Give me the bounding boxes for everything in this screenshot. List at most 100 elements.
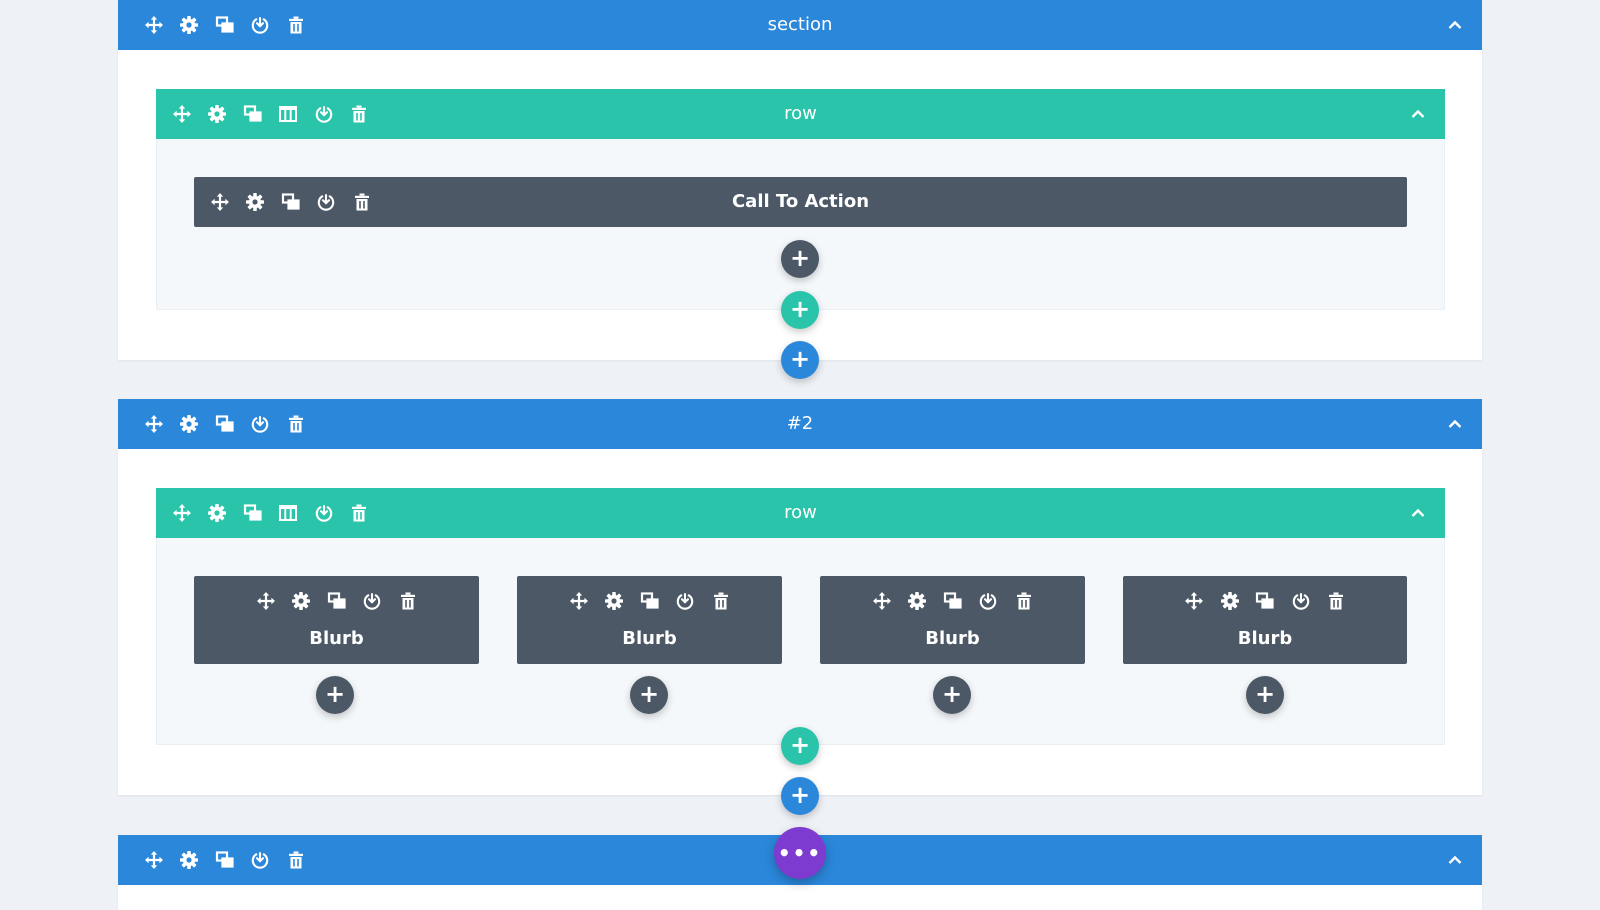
move-icon[interactable] bbox=[1176, 584, 1212, 618]
gear-icon[interactable] bbox=[596, 584, 632, 618]
move-icon[interactable] bbox=[864, 584, 900, 618]
module-title: Blurb bbox=[925, 628, 980, 649]
add-module-button[interactable]: + bbox=[630, 676, 668, 714]
gear-icon[interactable] bbox=[899, 584, 935, 618]
collapse-chevron-icon[interactable] bbox=[1440, 399, 1470, 449]
module-title: Blurb bbox=[1237, 628, 1293, 649]
gear-icon[interactable] bbox=[1212, 584, 1248, 618]
section-toolbar bbox=[136, 399, 314, 449]
plus-icon: + bbox=[789, 781, 811, 809]
module-toolbar bbox=[194, 584, 479, 618]
module-toolbar bbox=[202, 177, 380, 227]
columns-icon[interactable] bbox=[271, 89, 307, 139]
trash-icon[interactable] bbox=[342, 89, 378, 139]
move-icon[interactable] bbox=[136, 399, 172, 449]
gear-icon[interactable] bbox=[172, 399, 208, 449]
section-toolbar bbox=[136, 0, 314, 50]
plus-icon: + bbox=[789, 244, 811, 272]
save-icon[interactable] bbox=[243, 399, 279, 449]
save-icon[interactable] bbox=[667, 584, 703, 618]
save-icon[interactable] bbox=[354, 584, 390, 618]
trash-icon[interactable] bbox=[344, 177, 380, 227]
move-icon[interactable] bbox=[202, 177, 238, 227]
section-title: section bbox=[767, 14, 833, 35]
move-icon[interactable] bbox=[561, 584, 597, 618]
add-module-button[interactable]: + bbox=[316, 676, 354, 714]
module-blurb-3[interactable]: Blurb bbox=[820, 576, 1085, 664]
module-toolbar bbox=[820, 584, 1085, 618]
plus-icon: + bbox=[638, 680, 660, 708]
trash-icon[interactable] bbox=[390, 584, 426, 618]
save-icon[interactable] bbox=[970, 584, 1006, 618]
trash-icon[interactable] bbox=[278, 399, 314, 449]
collapse-chevron-icon[interactable] bbox=[1403, 488, 1433, 538]
trash-icon[interactable] bbox=[278, 0, 314, 50]
section-title: #2 bbox=[786, 413, 814, 434]
save-icon[interactable] bbox=[309, 177, 345, 227]
gear-icon[interactable] bbox=[238, 177, 274, 227]
trash-icon[interactable] bbox=[278, 835, 314, 885]
section-2-header[interactable]: #2 bbox=[118, 399, 1482, 449]
plus-icon: + bbox=[941, 680, 963, 708]
save-icon[interactable] bbox=[306, 488, 342, 538]
add-section-button[interactable]: + bbox=[781, 777, 819, 815]
module-blurb-4[interactable]: Blurb bbox=[1123, 576, 1407, 664]
gear-icon[interactable] bbox=[283, 584, 319, 618]
columns-icon[interactable] bbox=[271, 488, 307, 538]
module-blurb-1[interactable]: Blurb bbox=[194, 576, 479, 664]
save-icon[interactable] bbox=[243, 835, 279, 885]
module-call-to-action[interactable]: Call To Action bbox=[194, 177, 1407, 227]
add-row-button[interactable]: + bbox=[781, 727, 819, 765]
module-title: Blurb bbox=[309, 628, 364, 649]
row-toolbar bbox=[164, 89, 377, 139]
trash-icon[interactable] bbox=[342, 488, 378, 538]
module-blurb-2[interactable]: Blurb bbox=[517, 576, 782, 664]
move-icon[interactable] bbox=[248, 584, 284, 618]
trash-icon[interactable] bbox=[1006, 584, 1042, 618]
module-title: Blurb bbox=[622, 628, 677, 649]
more-options-button[interactable]: ••• bbox=[774, 827, 826, 879]
duplicate-icon[interactable] bbox=[207, 399, 243, 449]
add-module-button[interactable]: + bbox=[1246, 676, 1284, 714]
row-1-header[interactable]: row bbox=[156, 89, 1445, 139]
row-toolbar bbox=[164, 488, 377, 538]
move-icon[interactable] bbox=[164, 89, 200, 139]
section-1-header[interactable]: section bbox=[118, 0, 1482, 50]
add-module-button[interactable]: + bbox=[933, 676, 971, 714]
duplicate-icon[interactable] bbox=[935, 584, 971, 618]
duplicate-icon[interactable] bbox=[235, 488, 271, 538]
trash-icon[interactable] bbox=[1318, 584, 1354, 618]
gear-icon[interactable] bbox=[172, 835, 208, 885]
row-2-header[interactable]: row bbox=[156, 488, 1445, 538]
duplicate-icon[interactable] bbox=[632, 584, 668, 618]
move-icon[interactable] bbox=[136, 0, 172, 50]
plus-icon: + bbox=[789, 731, 811, 759]
collapse-chevron-icon[interactable] bbox=[1403, 89, 1433, 139]
module-toolbar bbox=[517, 584, 782, 618]
move-icon[interactable] bbox=[164, 488, 200, 538]
collapse-chevron-icon[interactable] bbox=[1440, 0, 1470, 50]
duplicate-icon[interactable] bbox=[207, 0, 243, 50]
duplicate-icon[interactable] bbox=[1247, 584, 1283, 618]
gear-icon[interactable] bbox=[200, 89, 236, 139]
duplicate-icon[interactable] bbox=[235, 89, 271, 139]
save-icon[interactable] bbox=[306, 89, 342, 139]
gear-icon[interactable] bbox=[200, 488, 236, 538]
save-icon[interactable] bbox=[1283, 584, 1319, 618]
duplicate-icon[interactable] bbox=[319, 584, 355, 618]
move-icon[interactable] bbox=[136, 835, 172, 885]
save-icon[interactable] bbox=[243, 0, 279, 50]
collapse-chevron-icon[interactable] bbox=[1440, 835, 1470, 885]
add-module-button[interactable]: + bbox=[781, 240, 819, 278]
plus-icon: + bbox=[789, 345, 811, 373]
plus-icon: + bbox=[789, 295, 811, 323]
gear-icon[interactable] bbox=[172, 0, 208, 50]
plus-icon: + bbox=[1254, 680, 1276, 708]
plus-icon: + bbox=[324, 680, 346, 708]
module-toolbar bbox=[1123, 584, 1407, 618]
duplicate-icon[interactable] bbox=[273, 177, 309, 227]
trash-icon[interactable] bbox=[703, 584, 739, 618]
add-row-button[interactable]: + bbox=[781, 291, 819, 329]
duplicate-icon[interactable] bbox=[207, 835, 243, 885]
add-section-button[interactable]: + bbox=[781, 341, 819, 379]
